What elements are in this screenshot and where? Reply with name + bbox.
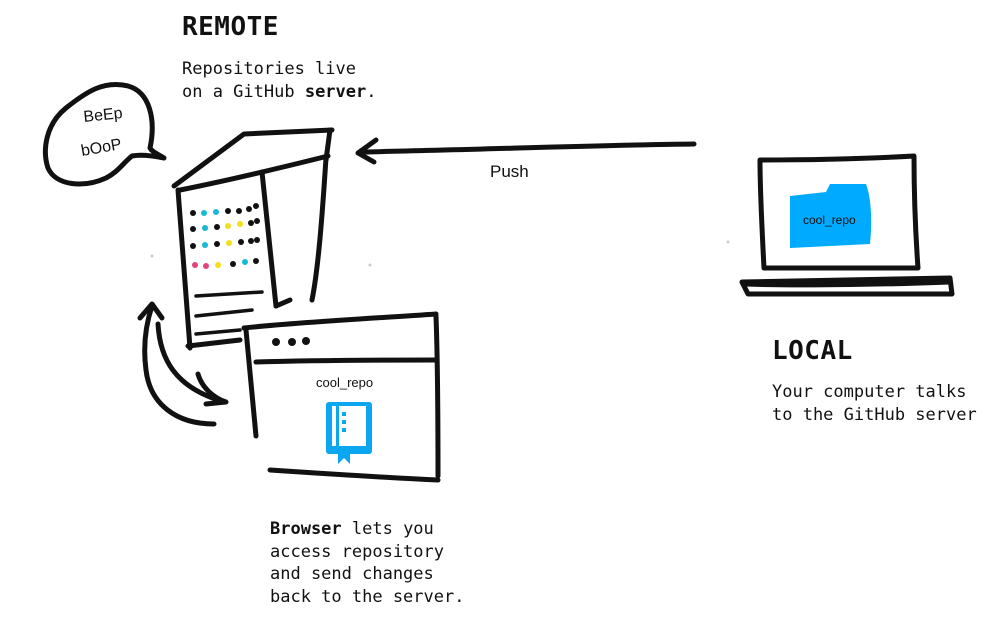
server-status-lights bbox=[190, 203, 260, 269]
local-heading: LOCAL bbox=[772, 336, 853, 366]
speech-bubble-icon: BeEp bOoP bbox=[43, 82, 167, 187]
remote-description-line2: on a GitHub server. bbox=[182, 81, 377, 104]
browser-description-line2: access repository bbox=[270, 541, 444, 562]
browser-description-line4: back to the server. bbox=[270, 586, 465, 607]
browser-description-line1: Browser lets you bbox=[270, 518, 464, 541]
local-description-line2: to the GitHub server bbox=[772, 404, 977, 425]
laptop-icon: cool_repo bbox=[739, 153, 955, 297]
browser-description-bold: Browser bbox=[270, 519, 342, 539]
server-icon bbox=[171, 127, 335, 351]
local-description-line1: Your computer talks bbox=[772, 382, 967, 402]
remote-heading: REMOTE bbox=[182, 12, 279, 42]
remote-description-server-bold: server bbox=[304, 81, 367, 102]
remote-description-line2-prefix: on a GitHub bbox=[182, 81, 305, 102]
speech-bubble-line2: bOoP bbox=[80, 136, 123, 160]
repository-book-icon bbox=[326, 402, 372, 464]
remote-description: Repositories live on a GitHub server. bbox=[182, 58, 377, 103]
browser-repo-label: cool_repo bbox=[316, 375, 373, 390]
speech-bubble-line1: BeEp bbox=[83, 105, 124, 126]
browser-window-icon: cool_repo bbox=[241, 311, 441, 483]
remote-description-line1: Repositories live bbox=[182, 59, 356, 79]
sync-arrow-icon bbox=[137, 301, 229, 427]
browser-description-line3: and send changes bbox=[270, 564, 434, 584]
browser-description-line1-rest: lets you bbox=[341, 519, 434, 539]
folder-icon bbox=[790, 184, 872, 248]
local-description: Your computer talks to the GitHub server bbox=[772, 381, 977, 426]
remote-description-line2-suffix: . bbox=[366, 81, 377, 102]
push-arrow-icon bbox=[355, 137, 697, 165]
laptop-folder-label: cool_repo bbox=[803, 213, 856, 227]
push-label: Push bbox=[490, 162, 529, 181]
browser-description: Browser lets you access repository and s… bbox=[270, 518, 464, 608]
